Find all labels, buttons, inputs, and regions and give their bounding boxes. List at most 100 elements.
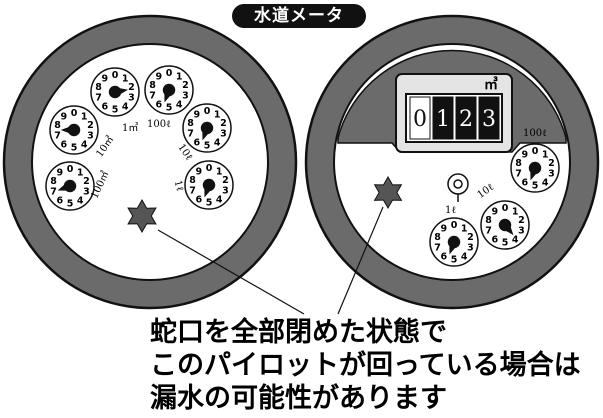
dial-digit: 0 (206, 163, 213, 174)
dial-digit: 0 (451, 220, 458, 231)
dial-digit: 2 (182, 80, 189, 91)
dial-digit: 4 (214, 137, 221, 148)
dial-digit: 6 (522, 177, 529, 188)
counter-drum-digit: 3 (482, 107, 496, 132)
dial-digit: 2 (83, 176, 90, 187)
dial-digit: 8 (95, 82, 102, 93)
left-unit-label-100l: 100ℓ (147, 119, 171, 130)
dial-digit: 4 (512, 234, 519, 245)
dial-digit: 4 (77, 195, 84, 206)
dial-digit: 4 (542, 177, 549, 188)
dial-digit: 2 (548, 158, 555, 169)
dial-digit: 1 (461, 223, 468, 234)
dial-digit: 0 (71, 108, 78, 119)
dial-digit: 0 (166, 68, 173, 79)
left-pilot-star-icon (127, 198, 157, 234)
dial-digit: 2 (87, 120, 94, 131)
dial-hub (67, 123, 81, 137)
dial-digit: 3 (182, 91, 189, 102)
dial-digit: 3 (548, 169, 555, 180)
dial-digit: 7 (187, 129, 194, 140)
dial-hub (108, 85, 122, 99)
left-unit-label-1l: 1ℓ (172, 179, 186, 193)
dial-digit: 6 (441, 251, 448, 262)
dial-hub (162, 83, 176, 97)
dial-digit: 3 (467, 243, 474, 254)
dial-hub (498, 218, 512, 232)
dial-digit: 2 (222, 175, 229, 186)
dial-digit: 9 (196, 166, 203, 177)
dial-digit: 6 (57, 195, 64, 206)
dial-digit: 6 (156, 99, 163, 110)
dial-digit: 7 (189, 186, 196, 197)
dial-digit: 3 (87, 131, 94, 142)
counter-drum-digit: 0 (413, 107, 427, 132)
counter-drum (455, 96, 477, 140)
left-star-pointer-line (157, 229, 305, 315)
dial-digit: 1 (214, 109, 221, 120)
dial-digit: 3 (128, 93, 135, 104)
dial-digit: 6 (492, 234, 499, 245)
right-pilot-star-icon (373, 175, 403, 210)
right-spinner-inner (453, 179, 463, 189)
dial-digit: 5 (112, 105, 119, 116)
dial-digit: 3 (83, 187, 90, 198)
dial-digit: 7 (485, 226, 492, 237)
dial-digit: 9 (156, 71, 163, 82)
dial-digit: 4 (122, 101, 129, 112)
dial-digit: 7 (515, 169, 522, 180)
dial-digit: 5 (67, 199, 74, 210)
dial-digit: 8 (485, 215, 492, 226)
dial-digit: 4 (176, 99, 183, 110)
dial-digit: 1 (81, 111, 88, 122)
dial-hub (63, 179, 77, 193)
dial-digit: 4 (81, 139, 88, 150)
dial-digit: 3 (222, 186, 229, 197)
dial-digit: 1 (216, 166, 223, 177)
dial-digit: 9 (61, 111, 68, 122)
dial-digit: 8 (189, 175, 196, 186)
title-badge: 水道メータ (232, 4, 366, 28)
dial-digit: 1 (122, 73, 129, 84)
dial-digit: 2 (128, 82, 135, 93)
dial-digit: 9 (57, 167, 64, 178)
caption: 蛇口を全部閉めた状態で このパイロットが回っている場合は 漏水の可能性があります (150, 316, 600, 415)
dial-digit: 0 (67, 164, 74, 175)
dial-hub (447, 235, 461, 249)
left-unit-label-1m3: 1㎥ (122, 121, 138, 134)
dial-hub (200, 121, 214, 135)
dial-digit: 1 (512, 206, 519, 217)
counter-drum-digit: 1 (436, 107, 450, 132)
dial-digit: 4 (461, 251, 468, 262)
dial-hub (202, 178, 216, 192)
right-unit-label-100l: 100ℓ (523, 128, 547, 139)
counter-drum (432, 96, 454, 140)
dial-digit: 7 (95, 93, 102, 104)
dial-digit: 9 (194, 109, 201, 120)
dial-digit: 6 (61, 139, 68, 150)
dial-digit: 5 (166, 103, 173, 114)
dial-digit: 9 (522, 149, 529, 160)
dial-digit: 8 (187, 118, 194, 129)
dial-digit: 5 (206, 198, 213, 209)
dial-digit: 5 (71, 143, 78, 154)
dial-digit: 5 (204, 141, 211, 152)
right-star-pointer-line (337, 206, 384, 315)
left-meter-face (31, 43, 269, 281)
dial-digit: 5 (451, 255, 458, 266)
dial-digit: 3 (518, 226, 525, 237)
counter-drum (478, 96, 500, 140)
dial-digit: 6 (194, 137, 201, 148)
caption-line-2: このパイロットが回っている場合は (150, 350, 581, 381)
caption-line-1: 蛇口を全部閉めた状態で (150, 317, 447, 348)
dial-digit: 1 (77, 167, 84, 178)
counter-unit-label: ㎥ (484, 76, 498, 93)
dial-digit: 8 (50, 176, 57, 187)
